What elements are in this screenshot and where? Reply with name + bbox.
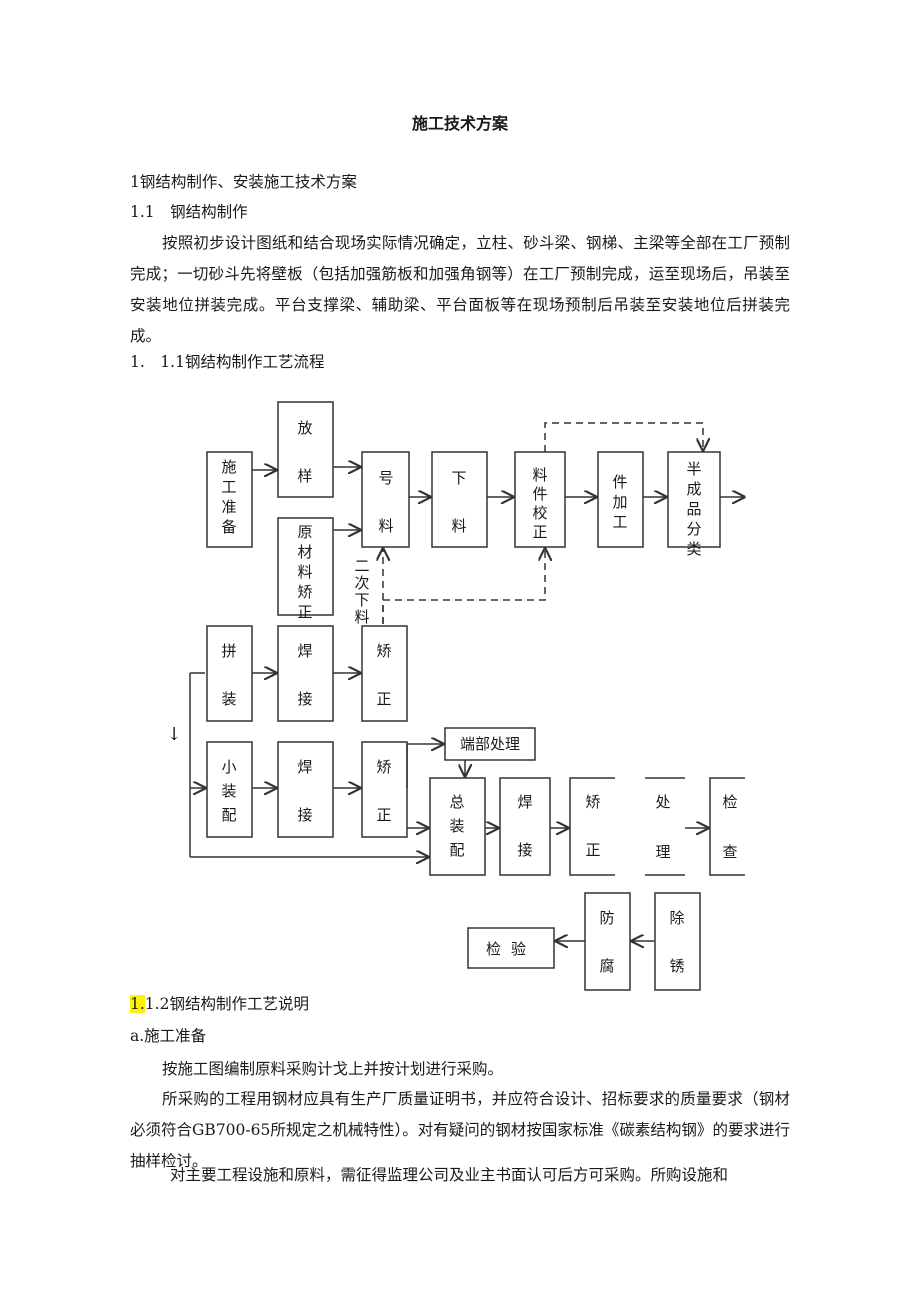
node-correct3-label: 矫正: [585, 793, 600, 859]
section-heading-1: 1钢结构制作、安装施工技术方案: [130, 173, 357, 191]
node-weld1-label: 焊接: [297, 642, 312, 708]
node-weld3-label: 焊接: [517, 793, 532, 859]
node-correct1-label: 矫正: [376, 642, 391, 708]
node-raw-correct-label: 原材料矫正: [297, 523, 312, 621]
node-prep-label: 施工准备: [221, 458, 236, 536]
paragraph-approval: 对主要工程设施和原料，需征得监理公司及业主书面认可后方可采购。所购设施和: [170, 1166, 729, 1184]
paragraph-steel-quality: 所采购的工程用钢材应具有生产厂质量证明书，并应符合设计、招标要求的质量要求（钢材…: [130, 1090, 790, 1170]
node-small-assembly-label: 小装配: [221, 758, 236, 824]
node-treat-label: 处理: [655, 793, 670, 861]
section-heading-1-1-2-text: 1.2钢结构制作工艺说明: [144, 995, 309, 1013]
subheading-prep: a.施工准备: [130, 1027, 207, 1045]
node-assemble-label: 拼装: [221, 642, 236, 708]
node-total-assembly-label: 总装配: [449, 793, 464, 859]
node-layout-label: 放样: [297, 419, 312, 485]
node-part-proc-label: 件加工: [612, 473, 627, 531]
section-heading-1-1: 1.1 钢结构制作: [130, 203, 248, 221]
node-correct2-label: 矫正: [376, 758, 391, 824]
second-cut-label: 二次下料: [354, 557, 369, 626]
node-inspect-label: 检验: [486, 940, 536, 958]
paragraph-intro: 按照初步设计图纸和结合现场实际情况确定，立柱、砂斗梁、钢梯、主梁等全部在工厂预制…: [130, 234, 790, 345]
section-heading-1-1-2: 1.1.2钢结构制作工艺说明: [130, 992, 309, 1014]
node-rust-label: 除锈: [669, 909, 684, 975]
highlight-mark: 1.: [130, 995, 145, 1013]
down-arrow-mark: ↓: [166, 724, 181, 745]
node-anticorrosion-label: 防腐: [599, 909, 614, 975]
page-title: 施工技术方案: [411, 114, 508, 133]
paragraph-purchase-plan: 按施工图编制原料采购计戈上并按计划进行采购。: [162, 1060, 504, 1078]
node-cut-label: 下料: [451, 469, 466, 535]
section-heading-1-1-1: 1. 1.1钢结构制作工艺流程: [130, 353, 325, 371]
node-check-label: 检查: [722, 793, 737, 861]
node-semi-classify-label: 半成品分类: [686, 460, 701, 558]
node-weld2-label: 焊接: [297, 758, 312, 824]
node-part-correct-label: 料件校正: [532, 466, 547, 541]
node-mark-label: 号料: [378, 469, 393, 535]
node-end-treat-label: 端部处理: [460, 735, 520, 753]
